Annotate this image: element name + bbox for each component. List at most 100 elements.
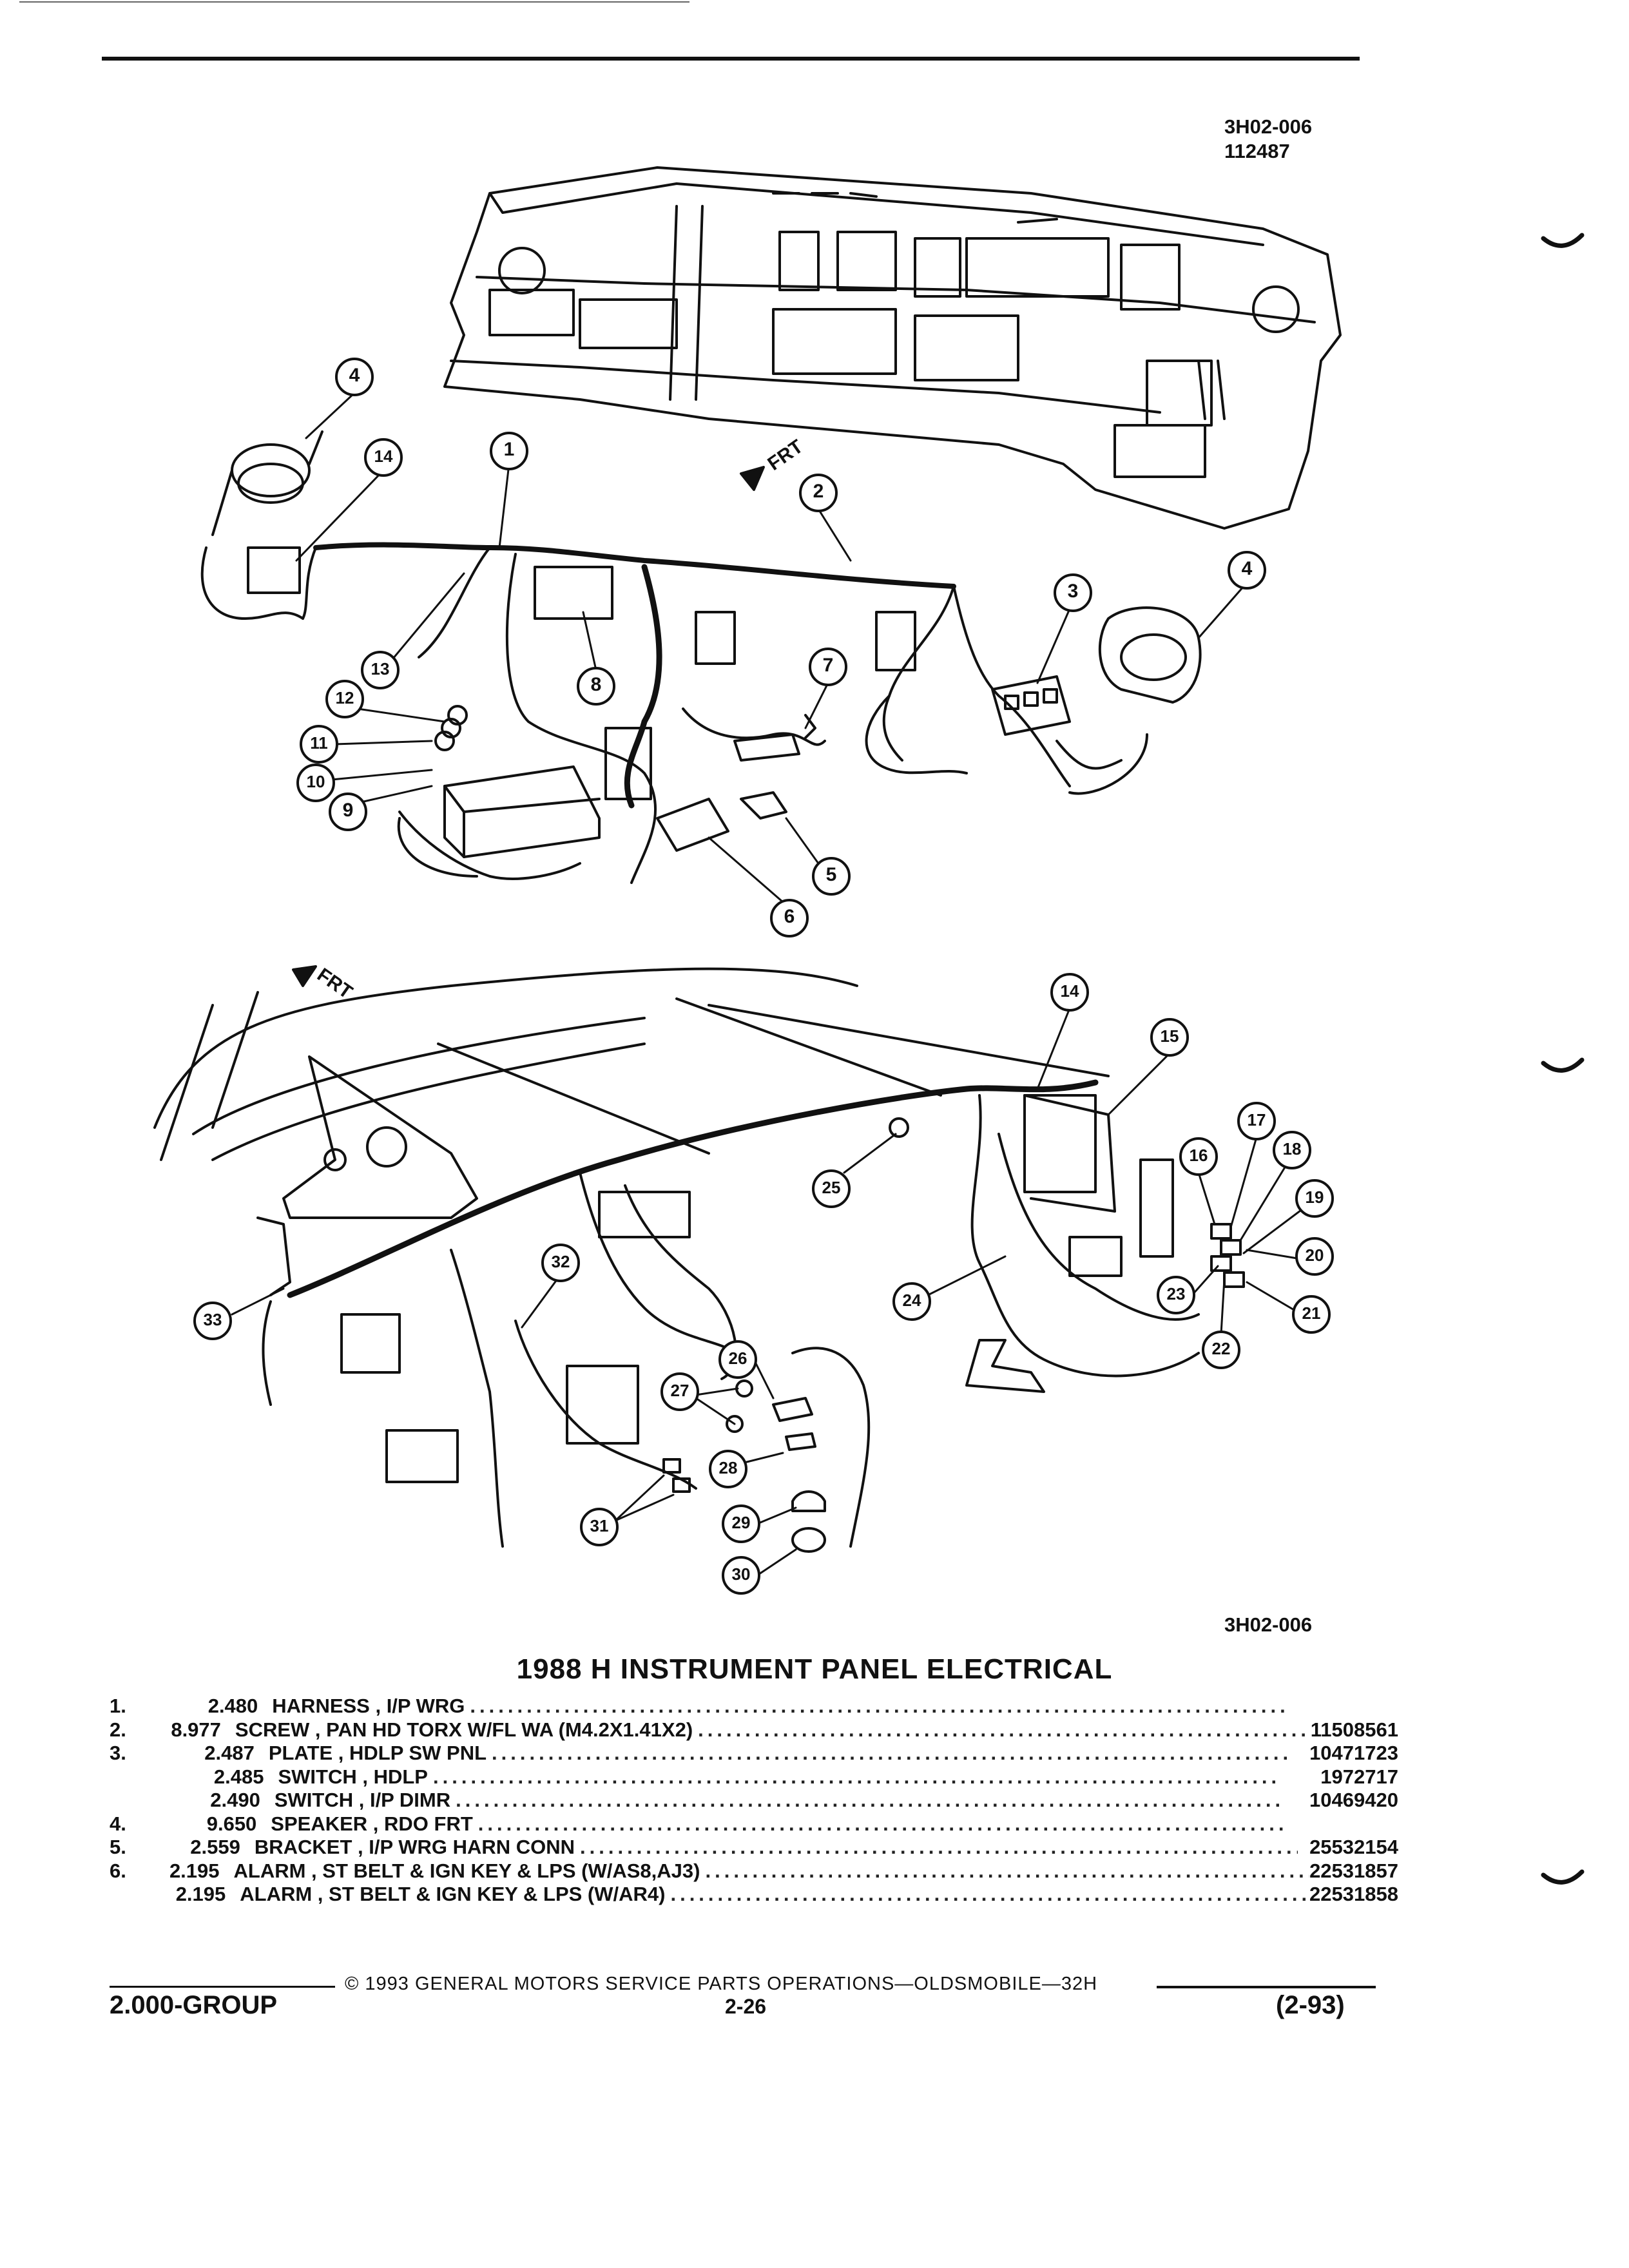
part-number: 11508561 <box>1310 1718 1398 1741</box>
header-rule <box>102 57 1360 61</box>
callout-5 <box>812 857 851 896</box>
footer-rule-left <box>110 1986 335 1988</box>
callout-label-upper: 10 <box>306 772 325 791</box>
item-ref: 4. <box>110 1812 126 1835</box>
callout-label-upper: 4 <box>1241 558 1253 579</box>
item-ref <box>110 1883 159 1907</box>
callout-label-upper: 5 <box>825 864 837 885</box>
callout-label-lower: 20 <box>1305 1245 1324 1265</box>
callout-14-upper <box>364 438 403 477</box>
binder-hole-mark <box>1541 233 1585 248</box>
part-description: HARNESS , I/P WRG <box>272 1695 465 1717</box>
harness-connector-block <box>604 727 652 800</box>
parts-row: 2.485 SWITCH , HDLP ....................… <box>110 1765 1398 1789</box>
callout-33 <box>193 1302 232 1340</box>
leader-dots: ........................................… <box>470 1695 1284 1717</box>
lower-wiring-harness <box>262 1079 1200 1548</box>
footer-rule-right <box>1157 1986 1376 1988</box>
callout-6 <box>770 899 809 937</box>
callout-label-lower: 22 <box>1211 1339 1231 1358</box>
callout-label-upper: 11 <box>310 733 328 753</box>
page-title: 1988 H INSTRUMENT PANEL ELECTRICAL <box>516 1653 1113 1685</box>
callout-label-upper: 1 <box>503 439 515 460</box>
callout-11 <box>300 725 338 764</box>
footer-revision-date: (2-93) <box>1276 1991 1345 2019</box>
item-ref: 6. <box>110 1859 126 1882</box>
callout-label-lower: 14 <box>1060 981 1079 1001</box>
upper-wiring-harness <box>247 542 1071 884</box>
group-number: 2.487 <box>204 1742 255 1764</box>
callout-26 <box>718 1340 757 1379</box>
callout-17 <box>1237 1102 1276 1140</box>
parts-row: 3. 2.487 PLATE , HDLP SW PNL ...........… <box>110 1742 1398 1765</box>
speaker-left <box>200 430 323 620</box>
callout-label-upper: 4 <box>349 365 360 386</box>
leader-dots: ........................................… <box>433 1765 1280 1788</box>
item-ref: 1. <box>110 1695 126 1717</box>
callout-9 <box>329 793 367 831</box>
leader-dots: ........................................… <box>705 1859 1309 1882</box>
part-description: SPEAKER , RDO FRT <box>271 1812 473 1835</box>
callout-label-upper: 12 <box>335 688 354 707</box>
figure-code-block: 3H02-006 112487 <box>1224 115 1312 164</box>
group-number: 2.195 <box>175 1883 226 1905</box>
callout-label-upper: 13 <box>371 659 390 678</box>
group-number: 2.485 <box>213 1765 264 1788</box>
callout-24 <box>892 1282 931 1321</box>
parts-row: 1. 2.480 HARNESS , I/P WRG .............… <box>110 1695 1398 1718</box>
part-description: BRACKET , I/P WRG HARN CONN <box>254 1836 575 1858</box>
callout-12 <box>325 680 364 718</box>
callout-29 <box>722 1504 760 1543</box>
part-number: 22531858 <box>1309 1883 1398 1905</box>
callout-label-lower: 26 <box>728 1349 747 1368</box>
leader-dots: ........................................… <box>580 1836 1298 1858</box>
lower-dash-panel <box>153 967 1110 1219</box>
callout-27 <box>660 1372 699 1411</box>
parts-list: 1. 2.480 HARNESS , I/P WRG .............… <box>110 1695 1398 1907</box>
figure-code-bottom: 3H02-006 <box>1224 1613 1313 1636</box>
footer-group: 2.000-GROUP <box>110 1991 278 2019</box>
binder-hole-mark <box>1541 1057 1585 1073</box>
callouts-lower <box>193 973 1334 1595</box>
part-number <box>1285 1812 1398 1836</box>
group-number: 2.490 <box>210 1789 260 1811</box>
callout-23 <box>1157 1276 1195 1314</box>
part-description: SWITCH , I/P DIMR <box>274 1789 451 1811</box>
callout-7 <box>809 648 847 686</box>
binder-hole-mark <box>1541 1869 1585 1885</box>
parts-row: 5. 2.559 BRACKET , I/P WRG HARN CONN ...… <box>110 1836 1398 1860</box>
callout-label-upper: 8 <box>590 674 602 695</box>
callout-leaders-lower <box>231 1007 1309 1577</box>
callout-15 <box>1150 1018 1189 1057</box>
instrument-panel-illustration <box>153 166 1342 1595</box>
callout-4-upper-right <box>1228 551 1266 590</box>
callout-label-upper: 2 <box>813 481 824 502</box>
callout-4-upper-left <box>335 358 374 396</box>
item-ref: 2. <box>110 1718 126 1741</box>
callout-label-upper: 14 <box>374 447 393 466</box>
part-description: SCREW , PAN HD TORX W/FL WA (M4.2X1.41X2… <box>235 1718 693 1741</box>
callout-label-lower: 27 <box>670 1381 689 1400</box>
callout-label-lower: 25 <box>822 1178 841 1197</box>
callout-10 <box>296 764 335 802</box>
parts-row: 6. 2.195 ALARM , ST BELT & IGN KEY & LPS… <box>110 1860 1398 1883</box>
callout-label-lower: 33 <box>203 1310 222 1329</box>
upper-dash-panel <box>443 166 1342 530</box>
part-description: ALARM , ST BELT & IGN KEY & LPS (W/AR4) <box>240 1883 666 1905</box>
callout-30 <box>722 1556 760 1595</box>
headlamp-switch-plate <box>991 675 1148 795</box>
part-description: PLATE , HDLP SW PNL <box>268 1742 487 1764</box>
callout-label-upper: 6 <box>784 906 795 927</box>
callout-16 <box>1179 1137 1218 1176</box>
parts-row: 2. 8.977 SCREW , PAN HD TORX W/FL WA (M4… <box>110 1718 1398 1742</box>
callout-21 <box>1292 1295 1331 1334</box>
callout-label-lower: 16 <box>1189 1146 1208 1165</box>
callout-label-lower: 18 <box>1282 1139 1302 1158</box>
leader-dots: ........................................… <box>698 1718 1311 1741</box>
callout-leaders-upper <box>295 392 1245 903</box>
callout-25 <box>812 1169 851 1208</box>
alarm-module <box>656 791 787 852</box>
frt-arrow-upper <box>740 466 765 491</box>
callout-label-upper: 7 <box>822 655 834 676</box>
part-description: SWITCH , HDLP <box>278 1765 429 1788</box>
